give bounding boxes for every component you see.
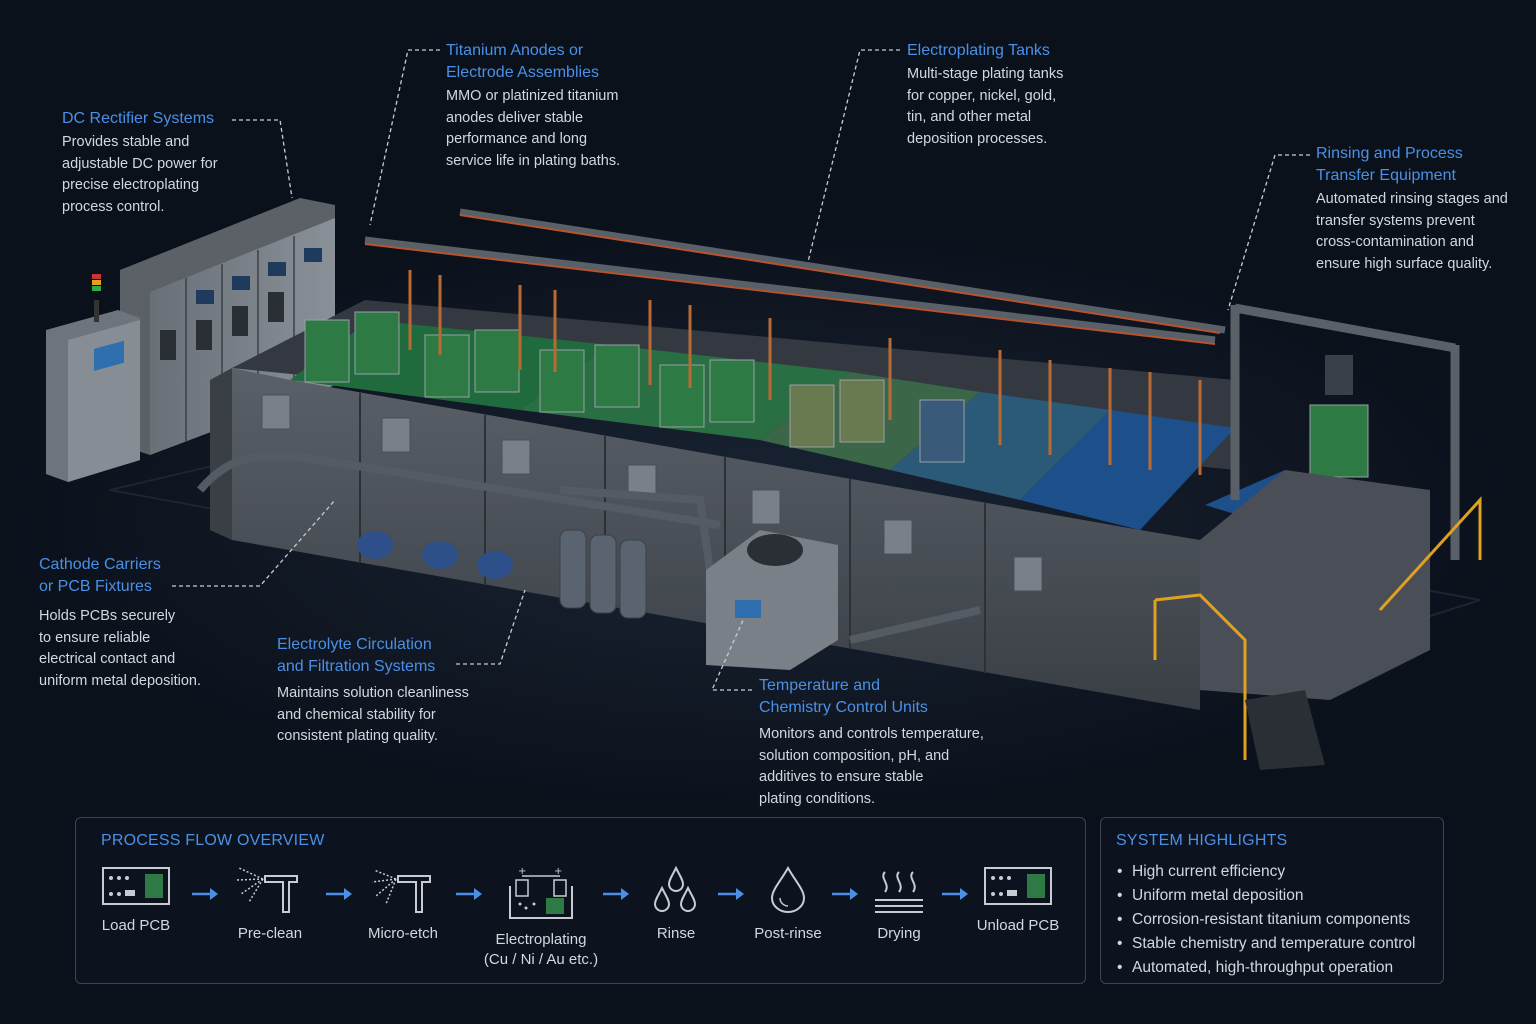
step-rinse: Rinse: [606, 866, 746, 944]
busbar-copper: [364, 214, 1221, 345]
callout-rinsing-transfer: Rinsing and Process Transfer Equipment A…: [1316, 143, 1508, 275]
list-item: Uniform metal deposition: [1116, 884, 1415, 908]
step-load-pcb: Load PCB: [66, 866, 206, 936]
overhead-bus-rails: [364, 208, 1226, 344]
callout-description: Provides stable and adjustable DC power …: [62, 134, 218, 215]
step-label: Post-rinse: [754, 925, 822, 942]
water-drops-icon: [653, 866, 697, 912]
process-flow-title: PROCESS FLOW OVERVIEW: [101, 832, 325, 849]
step-label: Drying: [877, 925, 921, 942]
callout-title: Titanium Anodes or Electrode Assemblies: [446, 42, 599, 81]
callout-title: Rinsing and Process Transfer Equipment: [1316, 145, 1463, 184]
callout-title: Cathode Carriers or PCB Fixtures: [39, 556, 161, 595]
list-item: Corrosion-resistant titanium components: [1116, 908, 1415, 932]
arrow-icon: [326, 888, 352, 900]
transfer-gantry: [1230, 303, 1460, 560]
step-unload-pcb: Unload PCB: [948, 866, 1088, 936]
tank-front-wall: [232, 368, 1200, 710]
callout-dc-rectifier-systems: DC Rectifier Systems Provides stable and…: [62, 108, 218, 218]
step-electroplating: ++ Electroplating (Cu / Ni / Au etc.): [471, 866, 611, 970]
list-item: Automated, high-throughput operation: [1116, 956, 1415, 980]
spray-nozzle-icon: [371, 869, 431, 913]
system-highlights-list: High current efficiency Uniform metal de…: [1116, 860, 1415, 980]
callout-title: Electrolyte Circulation and Filtration S…: [277, 636, 436, 675]
step-drying: Drying: [829, 866, 969, 944]
callout-electrolyte-circulation: Electrolyte Circulation and Filtration S…: [277, 634, 469, 748]
svg-text:+: +: [518, 866, 526, 877]
leader-lines: [172, 49, 1310, 691]
callout-title: Temperature and Chemistry Control Units: [759, 677, 928, 716]
tank-side-wall: [210, 368, 232, 540]
water-drop-icon: [770, 866, 806, 913]
arrow-icon: [456, 888, 482, 900]
arrow-icon: [603, 888, 629, 900]
stairs: [1245, 690, 1325, 770]
step-label: Pre-clean: [237, 925, 303, 942]
callout-titanium-anodes: Titanium Anodes or Electrode Assemblies …: [446, 40, 620, 172]
callout-electroplating-tanks: Electroplating Tanks Multi-stage plating…: [907, 40, 1063, 150]
step-pre-clean: Pre-clean: [200, 866, 340, 944]
arrow-icon: [942, 888, 968, 900]
step-label: Rinse: [656, 925, 696, 942]
pcb-board-icon: [984, 867, 1052, 905]
step-label: Load PCB: [101, 917, 171, 934]
arrow-icon: [192, 888, 218, 900]
control-panel-cabinet: [46, 274, 140, 482]
temperature-control-unit: [706, 530, 838, 670]
system-highlights-title: SYSTEM HIGHLIGHTS: [1116, 832, 1288, 849]
callout-description: Automated rinsing stages and transfer sy…: [1316, 191, 1508, 272]
callout-description: Multi-stage plating tanks for copper, ni…: [907, 66, 1064, 147]
callout-title: DC Rectifier Systems: [62, 110, 215, 127]
callout-description: Holds PCBs securely to ensure reliable e…: [39, 608, 201, 689]
arrow-icon: [832, 888, 858, 900]
rinse-tank: [1200, 470, 1430, 700]
pcb-panels: [304, 311, 1369, 478]
step-micro-etch: Micro-etch: [333, 866, 473, 944]
heat-waves-icon: [875, 871, 923, 913]
pumps: [357, 531, 513, 579]
callout-description: Monitors and controls temperature, solut…: [759, 726, 984, 807]
step-label: Micro-etch: [367, 925, 438, 942]
callout-description: MMO or platinized titanium anodes delive…: [446, 88, 621, 169]
list-item: High current efficiency: [1116, 860, 1415, 884]
anode-rods: [408, 270, 1202, 475]
svg-text:+: +: [554, 866, 562, 877]
filter-canisters: [559, 529, 647, 619]
step-label: Unload PCB: [976, 917, 1060, 934]
callout-cathode-carriers: Cathode Carriers or PCB Fixtures Holds P…: [39, 554, 201, 692]
callout-description: Maintains solution cleanliness and chemi…: [277, 685, 469, 744]
arrow-icon: [718, 888, 744, 900]
step-label: Electroplating (Cu / Ni / Au etc.): [483, 931, 599, 968]
hoist-unit: [1325, 355, 1353, 395]
plating-tank-icon: ++: [509, 866, 573, 919]
pcb-board-icon: [102, 867, 170, 905]
step-post-rinse: Post-rinse: [718, 866, 858, 944]
callout-title: Electroplating Tanks: [907, 42, 1050, 59]
spray-nozzle-icon: [236, 867, 298, 913]
callout-temperature-chemistry: Temperature and Chemistry Control Units …: [759, 675, 984, 810]
list-item: Stable chemistry and temperature control: [1116, 932, 1415, 956]
